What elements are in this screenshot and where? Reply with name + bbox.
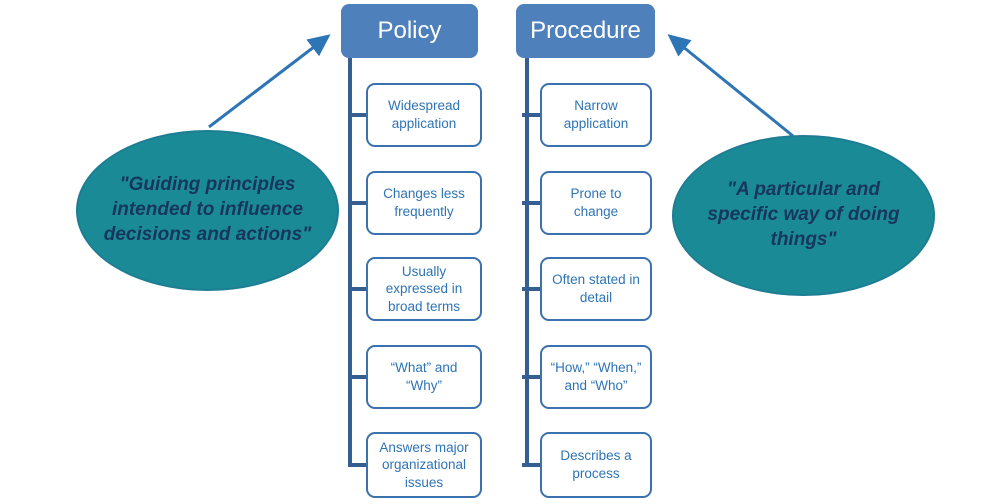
procedure-header: Procedure	[516, 4, 655, 58]
connector-stub	[522, 375, 540, 379]
procedure-item-label: Describes a process	[560, 448, 632, 481]
procedure-item-label: Narrow application	[563, 98, 629, 131]
policy-item-what-why: “What” and “Why”	[348, 345, 482, 409]
policy-item-broad-terms: Usually expressed in broad terms	[348, 257, 482, 321]
procedure-connector-line	[525, 58, 529, 466]
procedure-item-describes-process: Describes a process	[522, 432, 652, 498]
procedure-item-how-when-who: “How,” “When,” and “Who”	[522, 345, 652, 409]
procedure-item-label: “How,” “When,” and “Who”	[550, 360, 642, 393]
connector-stub	[522, 113, 540, 117]
procedure-item-prone-to-change: Prone to change	[522, 171, 652, 235]
procedure-item-label: Often stated in detail	[552, 272, 640, 305]
policy-item-widespread-application: Widespread application	[348, 83, 482, 147]
connector-stub	[348, 463, 366, 467]
procedure-callout-text: "A particular and specific way of doing …	[707, 179, 900, 250]
policy-callout-arrow	[208, 34, 331, 129]
policy-callout-text: "Guiding principles intended to influenc…	[103, 174, 312, 245]
connector-stub	[348, 287, 366, 291]
connector-stub	[522, 201, 540, 205]
connector-stub	[348, 201, 366, 205]
connector-stub	[522, 463, 540, 467]
procedure-item-narrow-application: Narrow application	[522, 83, 652, 147]
procedure-callout-ellipse: "A particular and specific way of doing …	[672, 135, 935, 296]
connector-stub	[522, 287, 540, 291]
procedure-item-stated-in-detail: Often stated in detail	[522, 257, 652, 321]
policy-item-organizational-issues: Answers major organizational issues	[348, 432, 482, 498]
policy-item-label: Answers major organizational issues	[379, 439, 469, 490]
policy-item-label: “What” and “Why”	[390, 360, 458, 393]
procedure-item-label: Prone to change	[570, 186, 622, 219]
policy-item-changes-less-frequently: Changes less frequently	[348, 171, 482, 235]
policy-item-label: Widespread application	[387, 98, 461, 131]
connector-stub	[348, 113, 366, 117]
policy-item-label: Usually expressed in broad terms	[385, 263, 463, 314]
policy-header: Policy	[341, 4, 478, 58]
policy-callout-ellipse: "Guiding principles intended to influenc…	[76, 130, 339, 291]
policy-connector-line	[348, 58, 352, 466]
procedure-callout-arrow	[667, 34, 794, 138]
connector-stub	[348, 375, 366, 379]
policy-item-label: Changes less frequently	[383, 186, 465, 219]
